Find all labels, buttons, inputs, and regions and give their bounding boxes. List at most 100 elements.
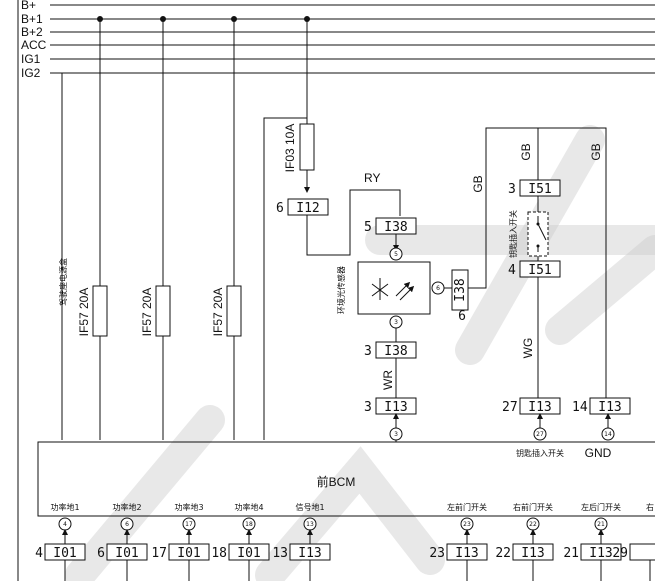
rail-label-bplus2: B+2 xyxy=(21,25,43,39)
svg-text:3: 3 xyxy=(364,344,372,359)
wire-gb3-label: GB xyxy=(589,143,603,160)
rail-label-acc: ACC xyxy=(21,38,47,52)
bottom-connector-code: I01 xyxy=(237,546,260,561)
connector-i13-14: 14 I13 14 GND xyxy=(572,397,631,460)
svg-text:5: 5 xyxy=(394,251,398,258)
bottom-connector-pin: 4 xyxy=(35,546,43,561)
rail-label-bplus: B+ xyxy=(21,0,36,12)
bcm-label: 前BCM xyxy=(317,474,356,489)
pin-circle-number: 21 xyxy=(597,521,605,528)
fuse-box-label: 驾驶座电源盒 xyxy=(58,258,68,306)
bottom-connector-code: I13 xyxy=(298,546,321,561)
fuse-1-label: IF57 20A xyxy=(77,288,91,337)
connector-i13-3: 3 I13 3 xyxy=(364,397,417,442)
key-switch-label: 钥匙插入开关 xyxy=(508,210,518,258)
bottom-connector: 右 29 xyxy=(612,502,655,581)
connector-i12-pin: 6 xyxy=(276,201,284,216)
bottom-connector-pin: 29 xyxy=(612,546,628,561)
wire-wg-label: WG xyxy=(521,338,535,359)
bottom-connector-label: 功率地4 xyxy=(234,502,263,512)
sensor-top-connector: 5 I38 5 xyxy=(364,217,417,261)
svg-text:I38: I38 xyxy=(453,278,468,301)
svg-text:3: 3 xyxy=(508,182,516,197)
bottom-connector-label: 右前门开关 xyxy=(513,502,553,512)
svg-text:14: 14 xyxy=(572,400,588,415)
power-rails: B+ B+1 B+2 ACC IG1 IG2 xyxy=(21,0,655,80)
wire-ry-label: RY xyxy=(364,171,380,185)
bottom-connector-code: I13 xyxy=(589,546,612,561)
bottom-connector-code: I01 xyxy=(53,546,76,561)
connector-i13-27: 27 I13 27 钥匙插入开关 xyxy=(502,397,564,458)
svg-text:I38: I38 xyxy=(384,220,407,235)
fuse-2: IF57 20A xyxy=(140,19,171,440)
key-switch: 3 I51 钥匙插入开关 4 I51 WG xyxy=(508,179,561,398)
bottom-connector-pin: 6 xyxy=(97,546,105,561)
fuse-4: IF03 10A xyxy=(283,19,315,193)
svg-text:27: 27 xyxy=(536,431,544,438)
bottom-connector-label: 左前门开关 xyxy=(447,502,487,512)
sensor-right-connector: 6 I38 6 GB xyxy=(431,127,538,324)
sensor-bottom-connector: 3 3 I38 WR xyxy=(364,315,417,398)
svg-text:I51: I51 xyxy=(528,182,551,197)
pin-circle-number: 17 xyxy=(185,521,193,528)
fuse-1: IF57 20A xyxy=(77,19,108,440)
bottom-connector-pin: 22 xyxy=(495,546,511,561)
bottom-connector-label: 信号地1 xyxy=(295,502,324,512)
svg-text:3: 3 xyxy=(394,431,398,438)
key-switch-bcm-label: 钥匙插入开关 xyxy=(516,448,564,458)
pin-circle-number: 13 xyxy=(306,521,314,528)
pin-circle-number: 22 xyxy=(529,521,537,528)
bottom-connector-label: 左后门开关 xyxy=(581,502,621,512)
ambient-light-sensor: 环境光传感器 xyxy=(336,261,431,315)
pin-circle-number: 4 xyxy=(63,521,67,528)
rail-label-ig1: IG1 xyxy=(21,52,41,66)
wire-gb-label: GB xyxy=(471,175,485,192)
svg-text:6: 6 xyxy=(458,309,466,324)
bottom-connector-label: 功率地2 xyxy=(112,502,141,512)
fuse-2-label: IF57 20A xyxy=(140,288,154,337)
pin-circle-number: 18 xyxy=(245,521,253,528)
bottom-connector-label: 右 xyxy=(646,502,654,512)
pin-circle-number: 6 xyxy=(125,521,129,528)
svg-text:4: 4 xyxy=(508,263,516,278)
gnd-label: GND xyxy=(585,446,612,460)
fuse-3: IF57 20A xyxy=(211,19,242,440)
wire-gb2-label: GB xyxy=(519,143,533,160)
bottom-connector-code: I01 xyxy=(115,546,138,561)
bottom-connector-code: I01 xyxy=(177,546,200,561)
connector-i12-code: I12 xyxy=(296,201,319,216)
svg-text:I13: I13 xyxy=(384,400,407,415)
connector-box xyxy=(629,543,655,561)
pin-circle-number: 23 xyxy=(463,521,471,528)
svg-text:27: 27 xyxy=(502,400,518,415)
fuse-3-label: IF57 20A xyxy=(211,288,225,337)
rail-label-bplus1: B+1 xyxy=(21,12,43,26)
svg-text:6: 6 xyxy=(436,285,440,292)
bcm-module: 前BCM xyxy=(37,441,655,517)
svg-text:3: 3 xyxy=(394,319,398,326)
bottom-connector-pin: 13 xyxy=(272,546,288,561)
svg-text:I13: I13 xyxy=(528,400,551,415)
sensor-label: 环境光传感器 xyxy=(336,266,346,314)
bottom-connector-pin: 18 xyxy=(211,546,227,561)
bottom-connector-code: I13 xyxy=(521,546,544,561)
bottom-connector-label: 功率地3 xyxy=(174,502,203,512)
bottom-connector-label: 功率地1 xyxy=(50,502,79,512)
svg-text:3: 3 xyxy=(364,400,372,415)
bottom-connector-pin: 21 xyxy=(563,546,579,561)
svg-text:14: 14 xyxy=(604,431,612,438)
connector-i12: 6 I12 xyxy=(276,198,329,216)
rail-label-ig2: IG2 xyxy=(21,66,41,80)
fuse-4-label: IF03 10A xyxy=(283,124,297,173)
bottom-connector-code: I13 xyxy=(455,546,478,561)
svg-text:I51: I51 xyxy=(528,263,551,278)
